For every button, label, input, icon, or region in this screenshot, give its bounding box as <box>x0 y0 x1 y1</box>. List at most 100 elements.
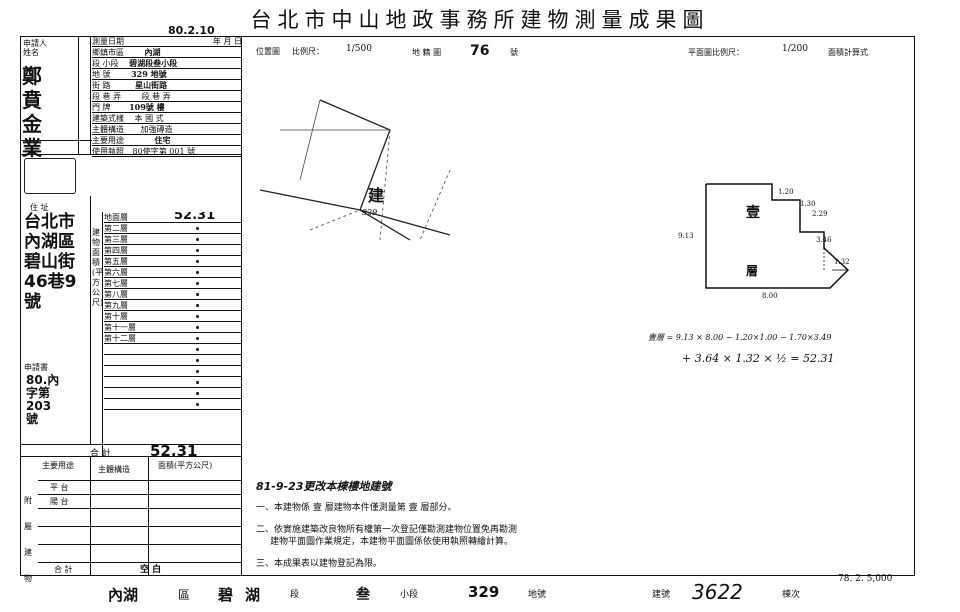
floor-row: 第十二層 <box>104 333 242 344</box>
note-1: 一、本建物係 壹 層建物本件僅測量第 壹 層部分。 <box>256 503 457 513</box>
dim-5: 1.32 <box>834 258 850 266</box>
floor-row: 第三層 <box>104 234 242 245</box>
lane-label: 段 巷 弄 <box>92 92 122 101</box>
floor-name-label: 第六層 <box>104 268 128 277</box>
floor-row-blank <box>104 344 242 355</box>
empty-area-dot <box>196 260 199 263</box>
use-value: 住宅 <box>154 135 171 145</box>
empty-area-dot <box>196 227 199 230</box>
floor-row: 第九層 <box>104 300 242 311</box>
floor-row-blank <box>104 399 242 410</box>
floor-row: 第八層 <box>104 289 242 300</box>
dim-6: 9.13 <box>678 232 694 240</box>
seal-stamp <box>24 158 76 194</box>
lot-number: 329 <box>362 208 378 217</box>
empty-area-dot <box>196 238 199 241</box>
floor-name-label: 第五層 <box>104 257 128 266</box>
request-label: 申請書 <box>24 363 48 372</box>
floor-name: 壹 <box>746 205 760 221</box>
floor-row: 第二層 <box>104 223 242 234</box>
floor-row: 第十層 <box>104 311 242 322</box>
survey-date-sub: 年 月 日 <box>212 37 242 46</box>
floor-row: 地面層 52.31 <box>104 212 242 223</box>
empty-area-dot <box>196 304 199 307</box>
sub-area-label: 面積(平方公尺) <box>158 461 213 470</box>
document-title: 台北市中山地政事務所建物測量成果圖 <box>250 8 710 32</box>
empty-area-dot <box>196 337 199 340</box>
dim-7: 8.00 <box>762 292 778 300</box>
empty-area-dot <box>196 293 199 296</box>
empty-area-dot <box>196 315 199 318</box>
footer-lot: 329 <box>468 583 500 601</box>
floor-name-label: 第四層 <box>104 246 128 255</box>
door-label: 門 牌 <box>92 103 111 112</box>
sub-total-value: 空 白 <box>140 565 162 575</box>
footer-section: 碧湖 <box>218 586 273 604</box>
floor-name-label: 第十一層 <box>104 323 136 332</box>
floor-name-label: 第七層 <box>104 279 128 288</box>
empty-area-dot <box>196 271 199 274</box>
floor-name-label: 地面層 <box>104 213 128 222</box>
left-panel: 申請人姓名 鄭賁金業 測量日期 年 月 日 鄉鎮市區 內湖 段 小段 碧湖段叁小… <box>20 36 242 583</box>
note-3: 三、本成果表以建物登記為限。 <box>256 559 383 569</box>
footer-subsection-suffix: 小段 <box>400 590 419 600</box>
district-label: 鄉鎮市區 <box>92 48 124 57</box>
location-scale-label: 比例尺： <box>292 47 324 56</box>
total-value: 52.31 <box>150 442 198 460</box>
area-calc-line-1: 壹層 = 9.13 × 8.00 − 1.20×1.00 − 1.70×3.49 <box>648 333 832 342</box>
empty-area-dot <box>196 282 199 285</box>
license-label: 使用執照 <box>92 147 124 156</box>
empty-area-dot <box>196 359 199 362</box>
note-2a: 二、依實施建築改良物所有權第一次登記僅勘測建物位置免再勘測 <box>256 525 518 535</box>
sub-use-label: 主要用途 <box>42 461 74 470</box>
location-scale: 1/500 <box>346 44 372 54</box>
document-frame <box>20 36 915 576</box>
dim-3: 2.29 <box>812 210 828 218</box>
floor-row: 第五層 <box>104 256 242 267</box>
door-value: 109號 樓 <box>129 102 165 112</box>
building-mark: 建 <box>368 186 385 205</box>
lot-value: 329 地號 <box>131 69 167 79</box>
floor-name-label: 第二層 <box>104 224 128 233</box>
floor-row: 第四層 <box>104 245 242 256</box>
cadastral-map-label: 地 籍 圖 <box>412 48 442 57</box>
road-label: 街 路 <box>92 81 111 90</box>
lane-value: 段 巷 弄 <box>141 92 171 101</box>
sub-structure-label: 主體構造 <box>98 465 130 474</box>
district-value: 內湖 <box>144 48 161 57</box>
empty-area-dot <box>196 326 199 329</box>
floor-name-label: 第八層 <box>104 290 128 299</box>
footer-district-suffix: 區 <box>178 588 191 602</box>
annex-label: 附屬建物 <box>24 496 32 583</box>
floor-row-blank <box>104 388 242 399</box>
use-label: 主要用途 <box>92 136 124 145</box>
request-value: 80.內字第 203 號 <box>26 373 60 426</box>
empty-area-dot <box>196 381 199 384</box>
sub-total-label: 合 計 <box>54 565 73 574</box>
floor-row-blank <box>104 366 242 377</box>
applicant-label: 申請人姓名 <box>23 39 47 57</box>
cadastral-map-suffix: 號 <box>510 48 518 57</box>
empty-area-dot <box>196 403 199 406</box>
floor-row: 第六層 <box>104 267 242 278</box>
empty-area-dot <box>196 392 199 395</box>
dim-1: 1.20 <box>778 188 794 196</box>
floor-name-label: 第九層 <box>104 301 128 310</box>
print-code: 78. 2. 5,000 <box>838 574 893 584</box>
floor-row-blank <box>104 355 242 366</box>
balcony1-label: 平 台 <box>50 483 69 492</box>
footer-count-label: 棟次 <box>782 590 801 600</box>
style-value: 本 國 式 <box>134 114 164 123</box>
floor-name-label: 第十層 <box>104 312 128 321</box>
section-value: 碧湖段叁小段 <box>129 58 178 68</box>
floor-plan <box>705 183 850 289</box>
handwritten-note: 81-9-23更改本棟樓地建號 <box>256 480 392 493</box>
lot-label: 地 號 <box>92 70 111 79</box>
location-map <box>259 99 451 241</box>
dim-4: 3.46 <box>816 236 832 244</box>
ground-floor-area: 52.31 <box>174 212 216 223</box>
floor-list: 地面層 52.31 第二層第三層第四層第五層第六層第七層第八層第九層第十層第十一層第… <box>104 212 242 410</box>
footer-section-suffix: 段 <box>290 590 300 600</box>
style-label: 建築式樣 <box>92 114 124 123</box>
address-label: 住 址 <box>30 203 49 212</box>
